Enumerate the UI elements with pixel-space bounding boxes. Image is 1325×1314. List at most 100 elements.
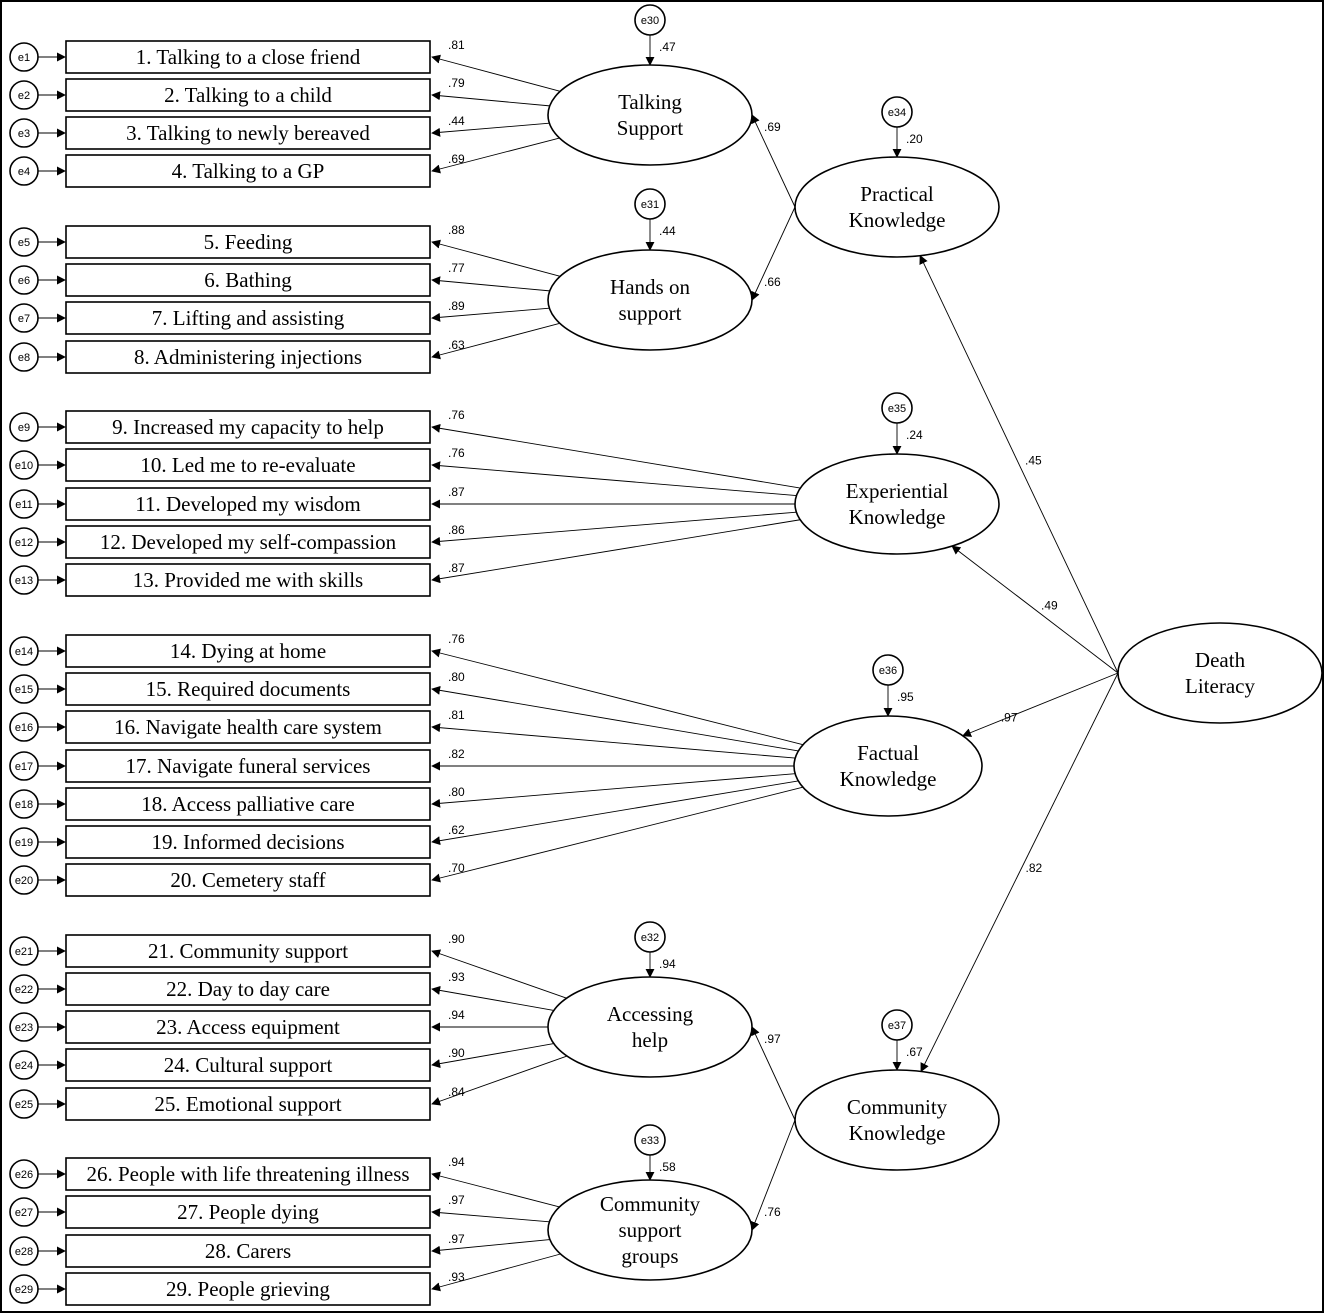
loading-path	[431, 648, 804, 746]
latent-factor-ellipse	[1117, 622, 1323, 724]
error-term-circle	[9, 1274, 39, 1304]
factor-loading-label: .97	[448, 1193, 465, 1207]
loading-path	[431, 773, 796, 808]
disturbance-circle	[634, 1124, 666, 1156]
disturbance-label: e32	[641, 932, 659, 944]
error-term-label: e13	[15, 575, 33, 587]
error-term-label: e29	[15, 1284, 33, 1296]
observed-item-box	[65, 1234, 431, 1268]
observed-item-box	[65, 825, 431, 859]
r-squared-label: .20	[906, 132, 923, 146]
observed-item-label: 20. Cemetery staff	[170, 868, 325, 892]
error-term-label: e14	[15, 646, 33, 658]
error-term-label: e19	[15, 837, 33, 849]
r-squared-label: .67	[906, 1045, 923, 1059]
error-term-label: e12	[15, 537, 33, 549]
r-squared-label: .47	[659, 40, 676, 54]
observed-item-box	[65, 263, 431, 297]
observed-item-label: 28. Carers	[205, 1239, 291, 1263]
observed-item-box	[65, 972, 431, 1006]
error-term-circle	[9, 1197, 39, 1227]
error-term-circle	[9, 865, 39, 895]
error-term-circle	[9, 636, 39, 666]
factor-loading-label: .93	[448, 1270, 465, 1284]
structural-coefficient-label: .82	[1026, 861, 1043, 875]
error-term-label: e11	[15, 499, 33, 511]
observed-item-box	[65, 710, 431, 744]
loading-path	[431, 786, 803, 883]
observed-item-label: 29. People grieving	[166, 1277, 330, 1301]
observed-item-box	[65, 116, 431, 150]
error-term-circle	[9, 42, 39, 72]
observed-item-label: 12. Developed my self-compassion	[100, 530, 397, 554]
factor-loading-label: .88	[448, 223, 465, 237]
observed-item-box	[65, 749, 431, 783]
factor-loading-label: .90	[448, 932, 465, 946]
error-term-circle	[9, 936, 39, 966]
latent-factor-ellipse	[794, 1069, 1000, 1171]
observed-item-label: 2. Talking to a child	[164, 83, 332, 107]
factor-loading-label: .82	[448, 747, 465, 761]
factor-loading-label: .87	[448, 561, 465, 575]
error-term-circle	[9, 674, 39, 704]
observed-item-box	[65, 787, 431, 821]
error-term-label: e24	[15, 1060, 33, 1072]
error-term-label: e6	[18, 275, 30, 287]
observed-item-box	[65, 1157, 431, 1191]
error-term-label: e20	[15, 875, 33, 887]
error-term-circle	[9, 1050, 39, 1080]
observed-item-label: 23. Access equipment	[156, 1015, 340, 1039]
observed-item-label: 26. People with life threatening illness	[86, 1162, 409, 1186]
structural-coefficient-label: .97	[764, 1032, 781, 1046]
loading-path	[431, 1043, 554, 1069]
observed-item-box	[65, 672, 431, 706]
loading-path	[431, 122, 550, 137]
structural-coefficient-label: .49	[1041, 599, 1058, 613]
error-term-circle	[9, 412, 39, 442]
observed-item-label: 19. Informed decisions	[151, 830, 344, 854]
observed-item-box	[65, 1087, 431, 1121]
latent-factor-ellipse	[547, 64, 753, 166]
loading-path	[431, 985, 554, 1011]
latent-factor-label: Literacy	[1185, 674, 1255, 698]
loading-path	[431, 685, 799, 752]
error-term-circle	[9, 527, 39, 557]
loading-path	[431, 511, 797, 546]
observed-item-box	[65, 1010, 431, 1044]
factor-loading-label: .63	[448, 338, 465, 352]
error-term-circle	[9, 751, 39, 781]
factor-loading-label: .62	[448, 823, 465, 837]
observed-item-box	[65, 525, 431, 559]
latent-factor-label: Community	[600, 1192, 701, 1216]
error-term-circle	[9, 789, 39, 819]
structural-coefficient-label: .45	[1025, 453, 1042, 467]
structural-path	[961, 672, 1119, 737]
loading-path	[431, 54, 561, 92]
structural-coefficient-label: .69	[764, 120, 781, 134]
error-term-label: e16	[15, 722, 33, 734]
error-term-label: e9	[18, 422, 30, 434]
factor-loading-label: .80	[448, 670, 465, 684]
error-term-label: e21	[15, 946, 33, 958]
observed-item-label: 1. Talking to a close friend	[136, 45, 361, 69]
latent-factor-label: Support	[617, 116, 684, 140]
disturbance-label: e31	[641, 199, 659, 211]
error-term-circle	[9, 265, 39, 295]
factor-loading-label: .86	[448, 523, 465, 537]
observed-item-label: 10. Led me to re-evaluate	[140, 453, 355, 477]
path-lines	[38, 35, 1119, 1294]
structural-path	[751, 206, 796, 301]
latent-factor-label: Hands on	[610, 275, 690, 299]
loading-path	[431, 1208, 550, 1223]
latent-factor-label: Practical	[860, 182, 934, 206]
observed-item-label: 22. Day to day care	[166, 977, 330, 1001]
factor-loading-label: .80	[448, 785, 465, 799]
disturbance-circle	[881, 392, 913, 424]
observed-item-box	[65, 448, 431, 482]
observed-item-label: 18. Access palliative care	[141, 792, 354, 816]
loading-path	[431, 780, 799, 846]
latent-factor-ellipse	[547, 249, 753, 351]
error-term-label: e22	[15, 984, 33, 996]
error-term-label: e4	[18, 166, 30, 178]
